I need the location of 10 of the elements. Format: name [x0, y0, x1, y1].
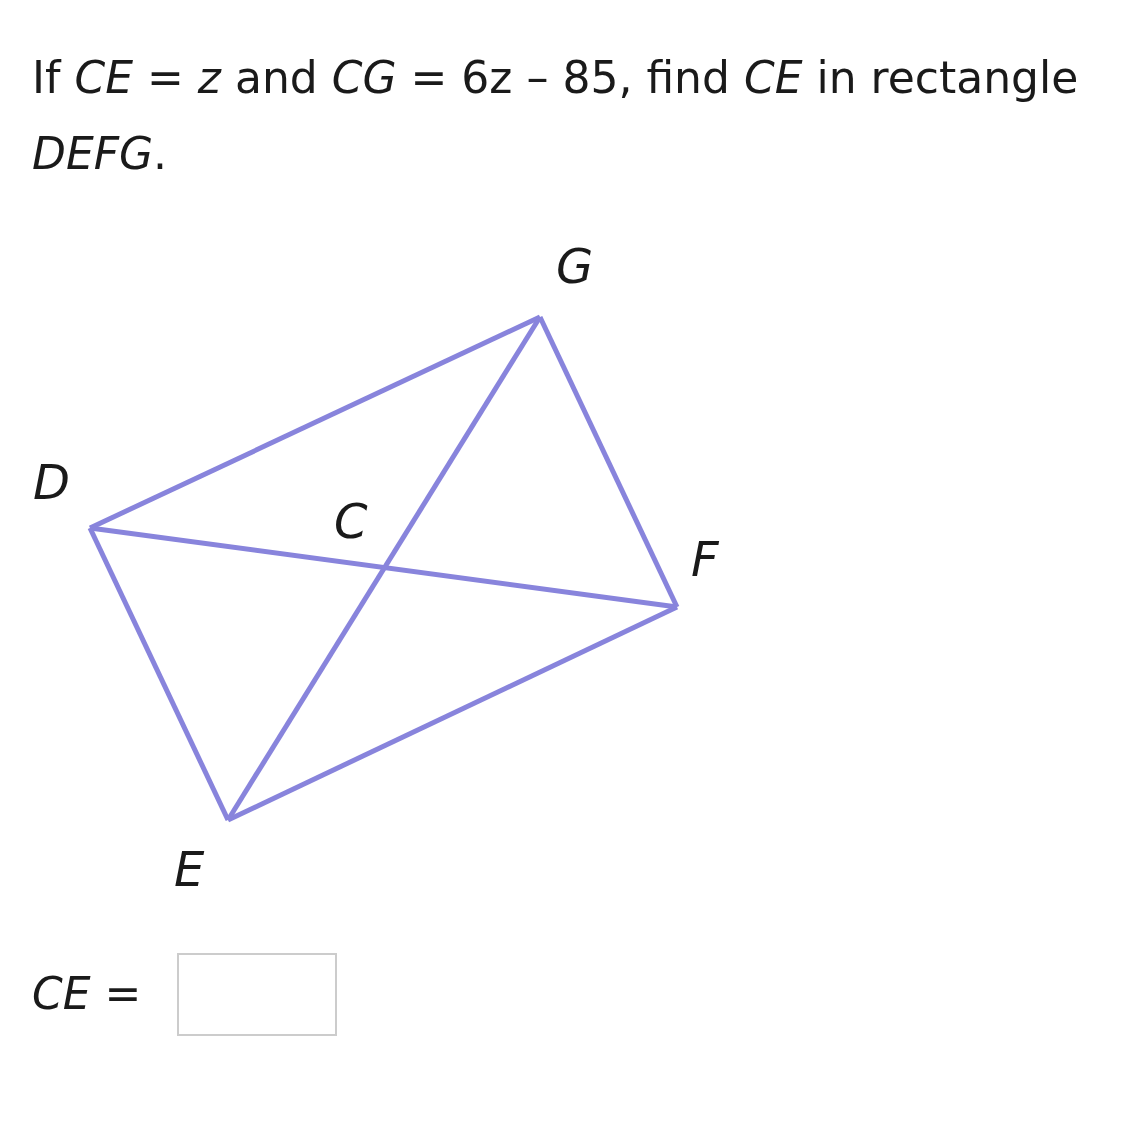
vertex-label: F	[691, 535, 719, 583]
vertex-label: E	[174, 845, 205, 893]
point-label: C	[334, 497, 368, 545]
vertex-label: G	[556, 242, 594, 290]
vertex-label: D	[33, 458, 70, 506]
question-text: If CE = z and CG = 6z – 85, find CE in rectangle DEFG.	[32, 51, 1080, 181]
line-segment	[537, 315, 680, 609]
line-segment	[87, 526, 231, 822]
equation-label: CE =	[32, 972, 142, 1016]
line-segment	[225, 315, 543, 822]
